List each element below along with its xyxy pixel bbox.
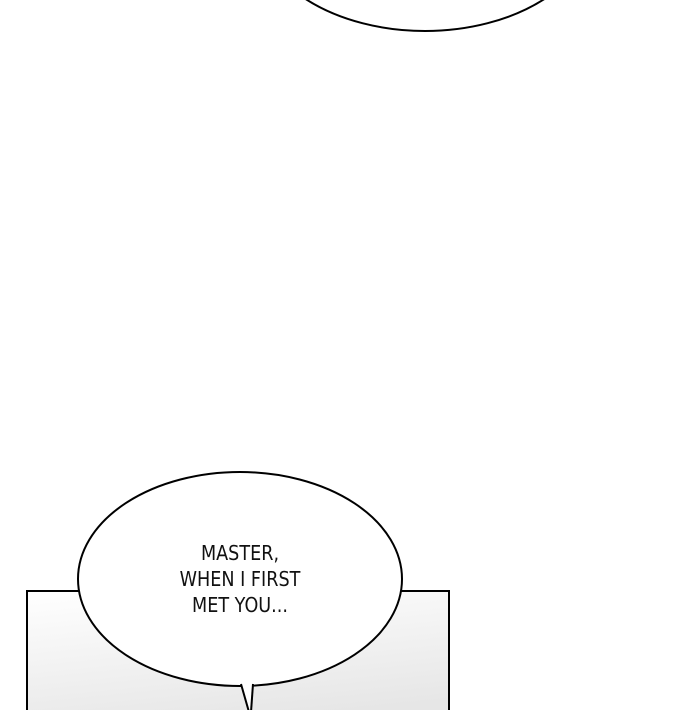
speech-line-3: MET YOU...	[192, 593, 288, 617]
speech-line-2: WHEN I FIRST	[179, 567, 301, 591]
speech-bubble	[77, 471, 403, 710]
speech-line-1: MASTER,	[200, 541, 280, 565]
top-speech-bubble	[305, 0, 545, 32]
speech-bubble-text: MASTER, WHEN I FIRST MET YOU...	[152, 540, 328, 618]
